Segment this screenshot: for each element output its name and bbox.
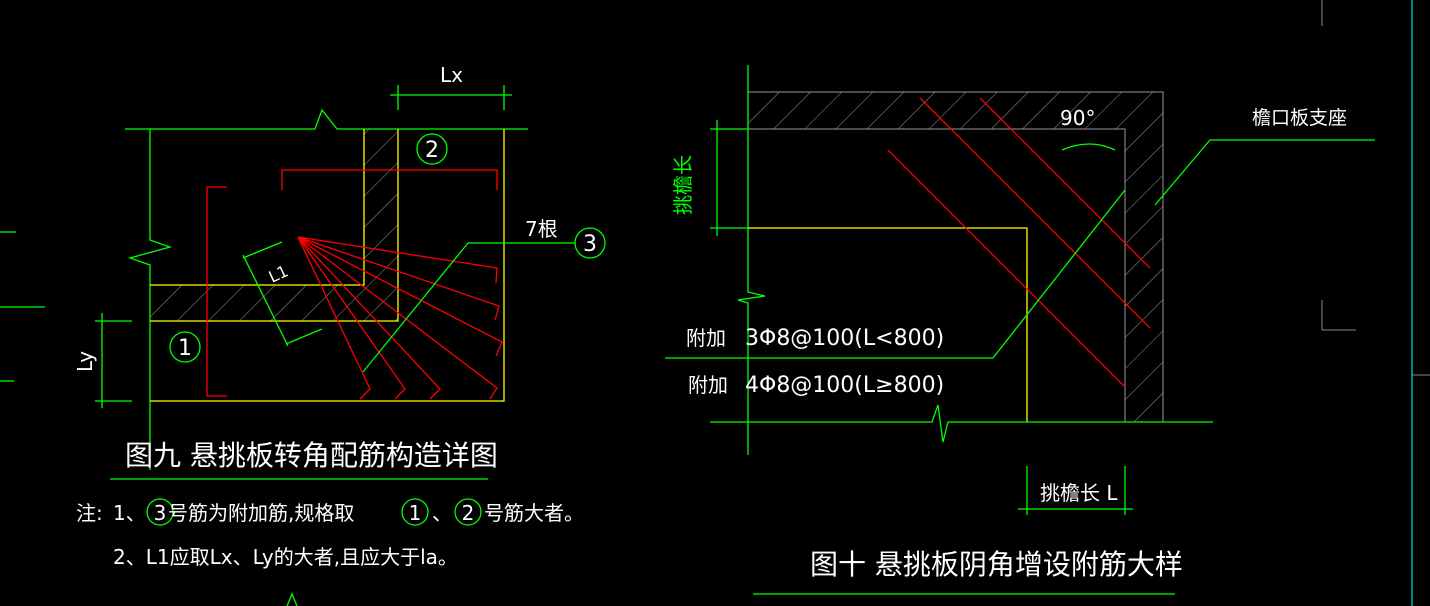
marker-1: 1 bbox=[169, 331, 201, 363]
fan-rebars bbox=[297, 236, 503, 400]
figure-9-notes: 注: 1、 3 号筋为附加筋,规格取 1 、 2 号筋大者。 2、L1应取Lx、… bbox=[76, 498, 584, 569]
corner-rebars bbox=[887, 97, 1151, 388]
svg-text:2: 2 bbox=[425, 138, 439, 163]
svg-text:3: 3 bbox=[583, 232, 597, 257]
svg-text:注:: 注: bbox=[76, 501, 103, 525]
svg-text:挑檐长 L: 挑檐长 L bbox=[1040, 481, 1118, 505]
svg-text:挑檐长: 挑檐长 bbox=[671, 155, 695, 215]
svg-text:1: 1 bbox=[178, 336, 192, 361]
svg-text:3Φ8@100(L<800): 3Φ8@100(L<800) bbox=[745, 326, 944, 351]
svg-text:4Φ8@100(L≥800): 4Φ8@100(L≥800) bbox=[745, 373, 944, 398]
svg-text:3: 3 bbox=[154, 501, 167, 525]
figure-9-title: 图九 悬挑板转角配筋构造详图 bbox=[125, 439, 498, 472]
svg-text:、: 、 bbox=[432, 501, 452, 525]
svg-text:Ly: Ly bbox=[73, 351, 97, 372]
angle-label: 90° bbox=[1060, 106, 1095, 130]
svg-text:附加: 附加 bbox=[686, 326, 726, 350]
figure-9-corner-rebar-detail: L1 7根 1 2 3 Lx Ly 图九 悬挑板转角配筋构造详图 注: 1、 3… bbox=[73, 63, 606, 606]
marker-3: 3 bbox=[574, 227, 606, 259]
svg-text:2: 2 bbox=[462, 501, 475, 525]
ly-dimension: Ly bbox=[73, 313, 132, 408]
support-label: 檐口板支座 bbox=[1252, 107, 1347, 129]
overhang-length-dimension: 挑檐长 L bbox=[1018, 466, 1133, 515]
marker-2: 2 bbox=[416, 133, 448, 165]
figure-10-title: 图十 悬挑板阴角增设附筋大样 bbox=[810, 548, 1183, 581]
svg-text:Lx: Lx bbox=[440, 63, 463, 87]
svg-text:附加: 附加 bbox=[688, 373, 728, 397]
overhang-dimension: 挑檐长 bbox=[671, 120, 748, 236]
svg-text:号筋大者。: 号筋大者。 bbox=[484, 501, 584, 525]
bar-count-label: 7根 bbox=[525, 217, 558, 241]
svg-text:号筋为附加筋,规格取: 号筋为附加筋,规格取 bbox=[168, 501, 354, 525]
figure-10-reentrant-corner-detail: 90° 檐口板支座 挑檐长 附加 3Φ8@100(L<800) 附加 4Φ8@1… bbox=[665, 65, 1375, 595]
svg-text:1、: 1、 bbox=[113, 501, 146, 525]
svg-text:1: 1 bbox=[409, 501, 422, 525]
lx-dimension: Lx bbox=[390, 63, 512, 110]
l1-label: L1 bbox=[266, 261, 291, 286]
svg-text:2、L1应取Lx、Ly的大者,且应大于la。: 2、L1应取Lx、Ly的大者,且应大于la。 bbox=[113, 545, 458, 569]
